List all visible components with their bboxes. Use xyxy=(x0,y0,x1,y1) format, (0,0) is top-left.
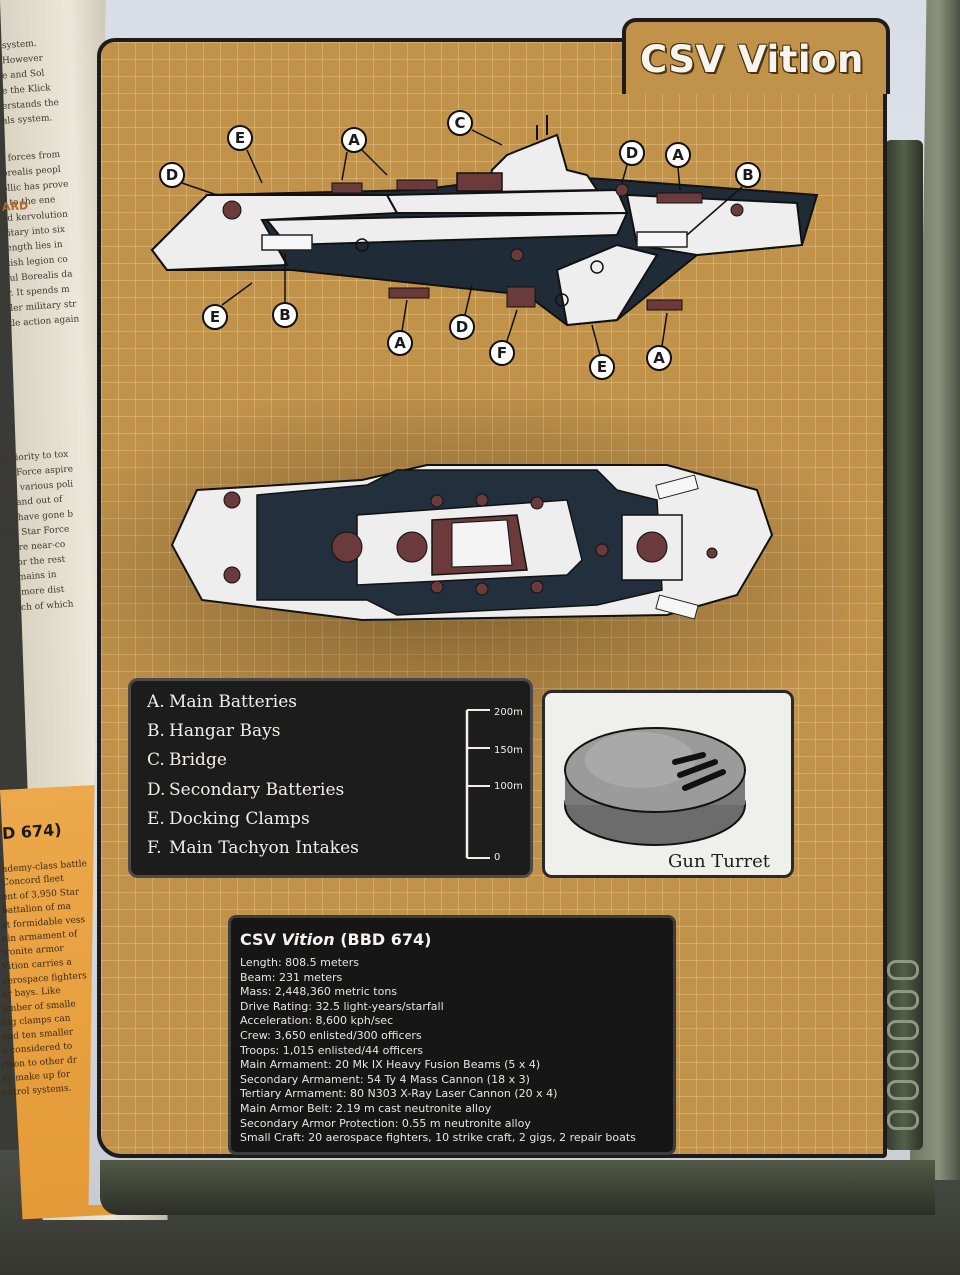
stat-line: Secondary Armor Protection: 0.55 m neutr… xyxy=(240,1116,531,1130)
scale-label-200: 200m xyxy=(494,707,523,718)
legend-panel xyxy=(128,678,533,878)
side-decor-band xyxy=(885,140,923,1150)
ship-top-view xyxy=(170,464,774,622)
stat-line: Drive Rating: 32.5 light-years/starfall xyxy=(240,999,444,1013)
band-ring-decoration xyxy=(887,1050,919,1070)
svg-text:A: A xyxy=(672,146,684,164)
band-ring-decoration xyxy=(887,1020,919,1040)
svg-text:D: D xyxy=(166,166,178,184)
svg-text:D: D xyxy=(626,144,638,162)
scale-label-150: 150m xyxy=(494,745,523,756)
callout-b: B xyxy=(686,162,761,236)
stat-line: Mass: 2,448,360 metric tons xyxy=(240,985,398,999)
scale-bar xyxy=(465,709,490,859)
band-ring-decoration xyxy=(887,960,919,980)
band-ring-decoration xyxy=(887,1080,919,1100)
callout-d: D xyxy=(159,162,218,196)
callout-a: A xyxy=(387,299,413,356)
stat-line: Tertiary Armament: 80 N303 X-Ray Laser C… xyxy=(240,1087,558,1101)
callout-b: B xyxy=(272,253,298,328)
left-page-heading: ARD xyxy=(1,199,29,214)
legend-item-hangar-bays: B.Hangar Bays xyxy=(147,721,281,741)
callout-a: A xyxy=(646,312,672,371)
svg-text:A: A xyxy=(348,131,360,149)
ship-side-view xyxy=(150,115,819,327)
callout-c: C xyxy=(447,110,503,146)
title-tab xyxy=(622,18,890,94)
svg-text:B: B xyxy=(279,306,290,324)
stat-line: Crew: 3,650 enlisted/300 officers xyxy=(240,1029,422,1042)
svg-text:A: A xyxy=(394,334,406,352)
band-ring-decoration xyxy=(887,1110,919,1130)
band-ring-decoration xyxy=(887,990,919,1010)
legend-item-docking-clamps: E.Docking Clamps xyxy=(147,809,310,829)
callout-e: E xyxy=(227,125,263,184)
callout-e: E xyxy=(202,282,253,330)
stats-panel xyxy=(228,915,676,1155)
callout-f: F xyxy=(489,309,518,366)
svg-text:E: E xyxy=(210,308,220,326)
svg-text:E: E xyxy=(235,129,245,147)
legend-item-main-batteries: A.Main Batteries xyxy=(147,692,298,712)
svg-text:F: F xyxy=(497,344,507,362)
scale-label-100: 100m xyxy=(494,781,523,792)
svg-text:A: A xyxy=(653,349,665,367)
callout-a: A xyxy=(665,142,691,191)
callout-d: D xyxy=(449,284,475,340)
turret-caption: Gun Turret xyxy=(668,851,770,872)
stats-title: CSV Vition (BBD 674) xyxy=(240,930,432,949)
stat-line: Beam: 231 meters xyxy=(240,970,343,984)
stat-line: Secondary Armament: 54 Ty 4 Mass Cannon … xyxy=(240,1072,530,1086)
stat-line: Troops: 1,015 enlisted/44 officers xyxy=(240,1043,424,1057)
callout-d: D xyxy=(619,140,645,184)
legend-item-bridge: C.Bridge xyxy=(147,750,227,770)
stat-line: Small Craft: 20 aerospace fighters, 10 s… xyxy=(240,1131,636,1145)
svg-text:B: B xyxy=(742,166,753,184)
stat-line: Main Armament: 20 Mk IX Heavy Fusion Bea… xyxy=(240,1058,541,1072)
legend-item-main-tachyon-intakes: F.Main Tachyon Intakes xyxy=(147,838,359,858)
callout-e: E xyxy=(589,324,615,380)
callout-a: A xyxy=(341,127,388,181)
scale-label-0: 0 xyxy=(494,852,501,863)
footer-decor-band xyxy=(100,1160,935,1215)
svg-text:E: E xyxy=(597,358,607,376)
svg-text:C: C xyxy=(454,114,465,132)
stat-line: Length: 808.5 meters xyxy=(240,956,359,969)
gun-turret-illustration xyxy=(564,727,746,846)
svg-text:D: D xyxy=(456,318,468,336)
page-credit-mark: ~ xyxy=(850,1180,855,1186)
callout-markers: E A C D D A B xyxy=(159,110,761,380)
legend-item-secondary-batteries: D.Secondary Batteries xyxy=(147,780,345,800)
stat-line: Acceleration: 8,600 kph/sec xyxy=(240,1014,394,1028)
page-title: CSV Vition xyxy=(640,38,864,81)
ship-diagram: E A C D D A B xyxy=(150,110,819,622)
stat-line: Main Armor Belt: 2.19 m cast neutronite … xyxy=(240,1102,492,1115)
